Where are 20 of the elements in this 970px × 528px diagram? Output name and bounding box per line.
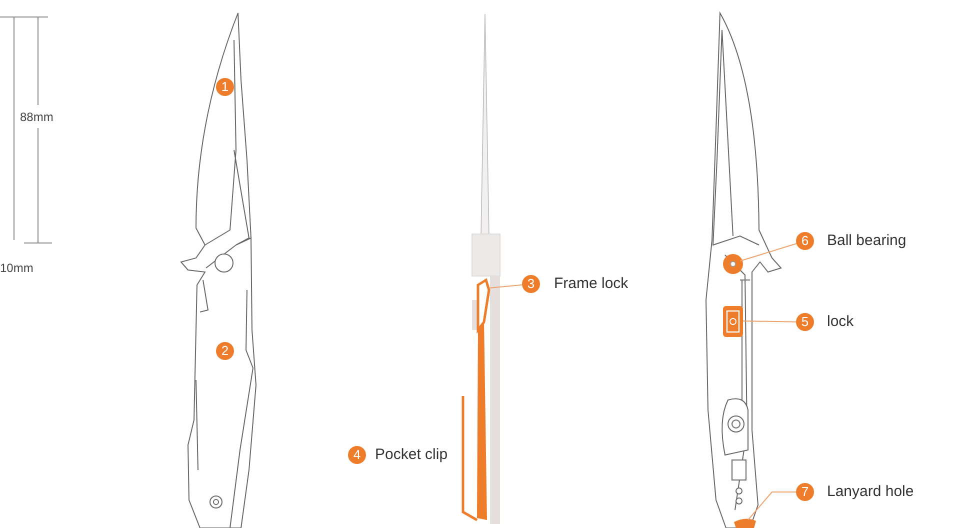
leader-line: [740, 243, 797, 262]
callout-label: Lanyard hole: [827, 483, 914, 501]
lanyard-hole-part: [734, 518, 756, 528]
leader-line: [488, 284, 523, 288]
frame-lock-part: [476, 278, 490, 334]
callout-number: 3: [522, 275, 540, 293]
callout-number: 5: [796, 313, 814, 331]
lock-button-part: [723, 306, 743, 337]
leader-line: [742, 320, 796, 322]
dimension-label: 10mm: [0, 261, 34, 275]
leader-line: [748, 492, 796, 520]
callout-label: Frame lock: [554, 275, 628, 293]
callout-label: Ball bearing: [827, 232, 906, 250]
callout-label: Pocket clip: [375, 446, 448, 464]
callout-number: 7: [796, 483, 814, 501]
ball-bearing-part: [723, 254, 743, 274]
dimension-label: 88mm: [20, 110, 54, 124]
callout-number: 4: [348, 446, 366, 464]
callout-label: lock: [827, 313, 854, 331]
callout-number: 6: [796, 232, 814, 250]
